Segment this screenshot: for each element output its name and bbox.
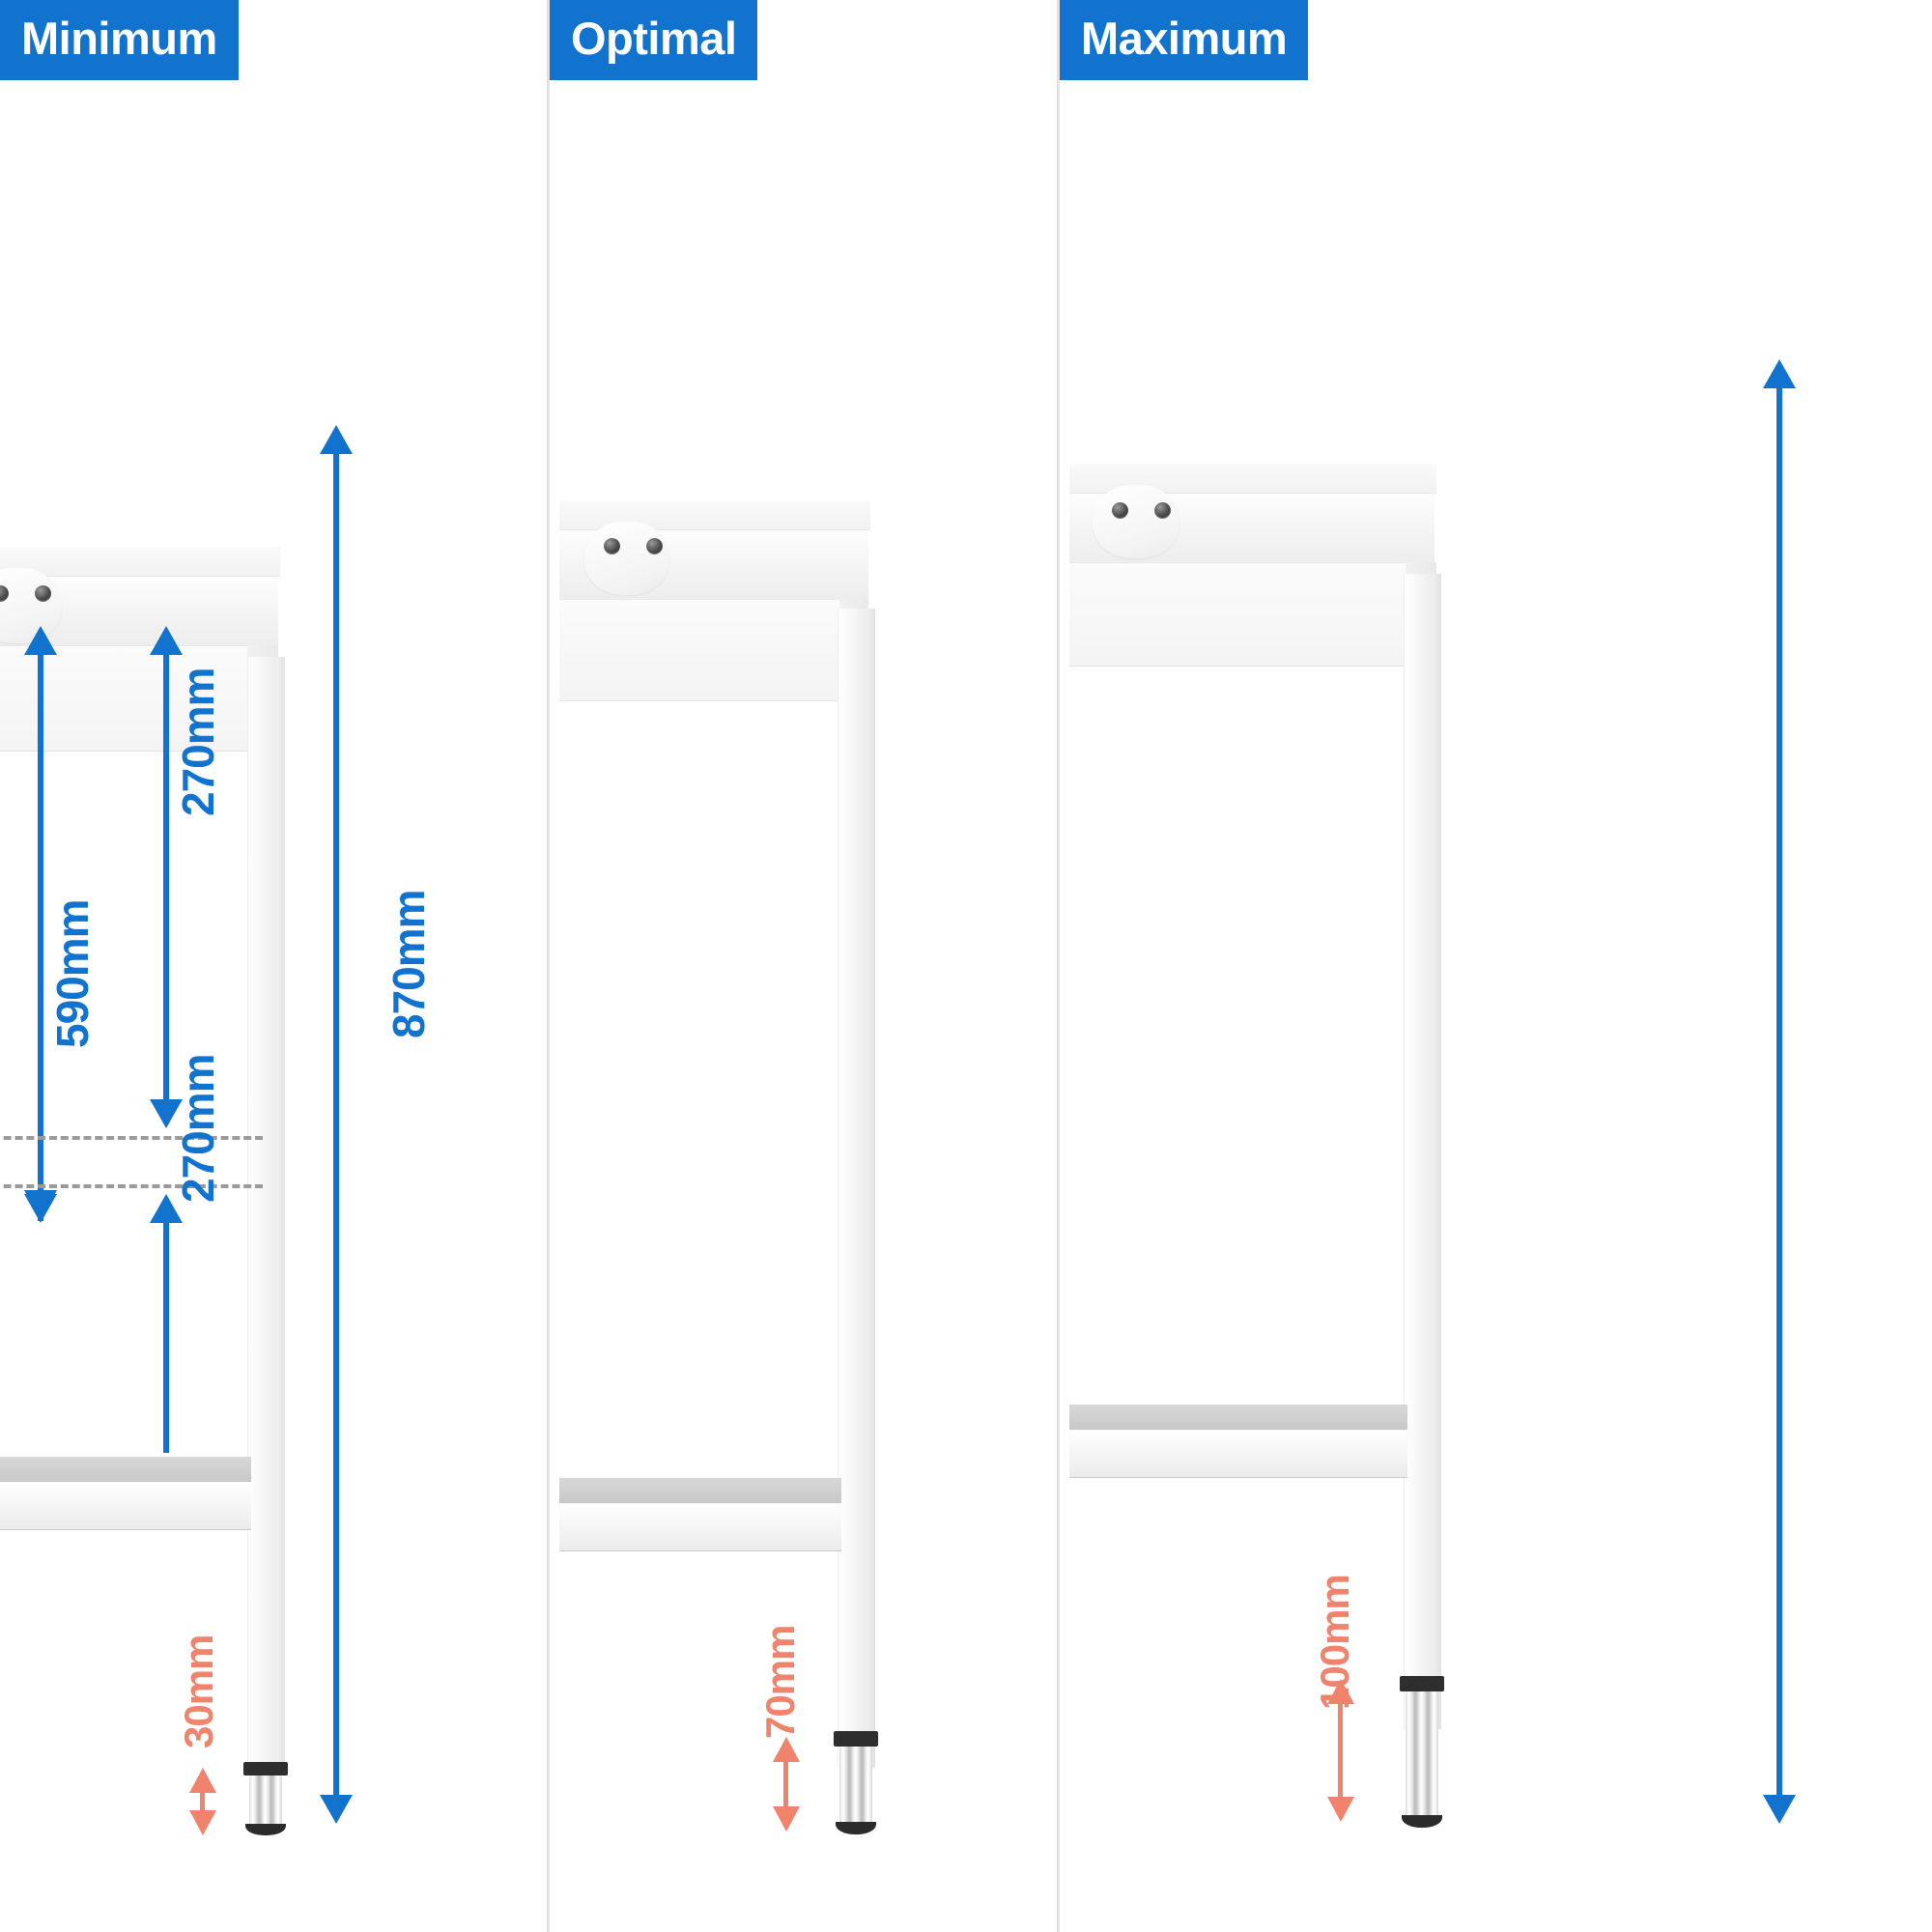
panel-divider-2 bbox=[1057, 0, 1060, 1932]
dim-label-foot-extension: 100mm bbox=[1312, 1575, 1357, 1710]
dim-label-foot-extension: 30mm bbox=[176, 1634, 221, 1748]
lower-rail-back bbox=[0, 1457, 251, 1482]
dim-line-270-lower bbox=[163, 1221, 169, 1453]
dim-label-clearance: 590mm bbox=[47, 899, 98, 1048]
dashed-reference-line bbox=[0, 1184, 263, 1188]
dim-line-590-lower bbox=[38, 1163, 43, 1221]
foot-dim-arrow-up bbox=[1327, 1679, 1354, 1704]
dim-line-870 bbox=[333, 452, 339, 1795]
panel-divider-1 bbox=[547, 0, 550, 1932]
dashed-reference-line bbox=[0, 1136, 263, 1140]
foot-collar bbox=[243, 1762, 288, 1776]
mount-bracket-icon bbox=[1093, 485, 1179, 558]
dim-arrow-down bbox=[24, 1194, 57, 1223]
panel-badge-maximum: Maximum bbox=[1060, 0, 1309, 80]
foot-base-cap bbox=[836, 1822, 876, 1834]
dim-label-total-height: 870mm bbox=[384, 890, 434, 1038]
adjustable-foot bbox=[1406, 1691, 1438, 1819]
panel-minimum: 590mm 270mm 270mm 870mm 30mm Minimum bbox=[0, 0, 547, 1932]
screw-icon bbox=[35, 585, 51, 602]
lower-rail-back bbox=[1069, 1405, 1407, 1430]
panel-maximum: 940mm 100mm Maximum bbox=[1060, 0, 1932, 1932]
dim-arrow-up bbox=[1763, 359, 1796, 388]
dim-arrow-up bbox=[24, 626, 57, 655]
foot-dim-arrow-up bbox=[773, 1737, 800, 1762]
panel-badge-optimal: Optimal bbox=[550, 0, 758, 80]
dim-label-segment-upper: 270mm bbox=[173, 668, 223, 816]
foot-dim-line bbox=[1338, 1702, 1343, 1799]
dim-arrow-down bbox=[150, 1099, 183, 1128]
adjustable-foot bbox=[249, 1776, 282, 1828]
panel-optimal: 910mm 70mm Optimal bbox=[550, 0, 1057, 1932]
screw-icon bbox=[0, 585, 9, 602]
dim-arrow-down bbox=[1763, 1795, 1796, 1824]
foot-dim-arrow-down bbox=[189, 1810, 216, 1835]
screw-icon bbox=[1154, 502, 1171, 519]
dim-line-940 bbox=[1776, 386, 1782, 1795]
screw-icon bbox=[646, 538, 663, 554]
adjustable-foot bbox=[839, 1747, 872, 1826]
screw-icon bbox=[604, 538, 620, 554]
dim-line-590 bbox=[38, 653, 43, 1190]
foot-dim-arrow-down bbox=[1327, 1797, 1354, 1822]
panel-badge-minimum: Minimum bbox=[0, 0, 239, 80]
screw-icon bbox=[1112, 502, 1128, 519]
dim-arrow-up bbox=[320, 425, 353, 454]
lower-rail-front bbox=[1069, 1430, 1407, 1478]
dim-line-270-upper bbox=[163, 653, 169, 1099]
foot-collar bbox=[1400, 1676, 1444, 1691]
lower-rail-front bbox=[0, 1482, 251, 1530]
foot-dim-arrow-up bbox=[189, 1768, 216, 1793]
lower-rail-back bbox=[559, 1478, 841, 1503]
foot-dim-line bbox=[783, 1760, 788, 1808]
foot-dim-arrow-down bbox=[773, 1806, 800, 1832]
dim-arrow-up bbox=[150, 1194, 183, 1223]
dim-label-segment-lower: 270mm bbox=[173, 1054, 223, 1203]
foot-base-cap bbox=[1402, 1815, 1442, 1828]
foot-dim-line bbox=[200, 1791, 205, 1812]
dim-arrow-down bbox=[320, 1795, 353, 1824]
mount-bracket-icon bbox=[584, 522, 669, 595]
dim-arrow-up bbox=[150, 626, 183, 655]
lower-rail-front bbox=[559, 1503, 841, 1551]
foot-collar bbox=[834, 1731, 878, 1747]
foot-base-cap bbox=[245, 1824, 286, 1835]
dim-label-foot-extension: 70mm bbox=[757, 1625, 803, 1739]
